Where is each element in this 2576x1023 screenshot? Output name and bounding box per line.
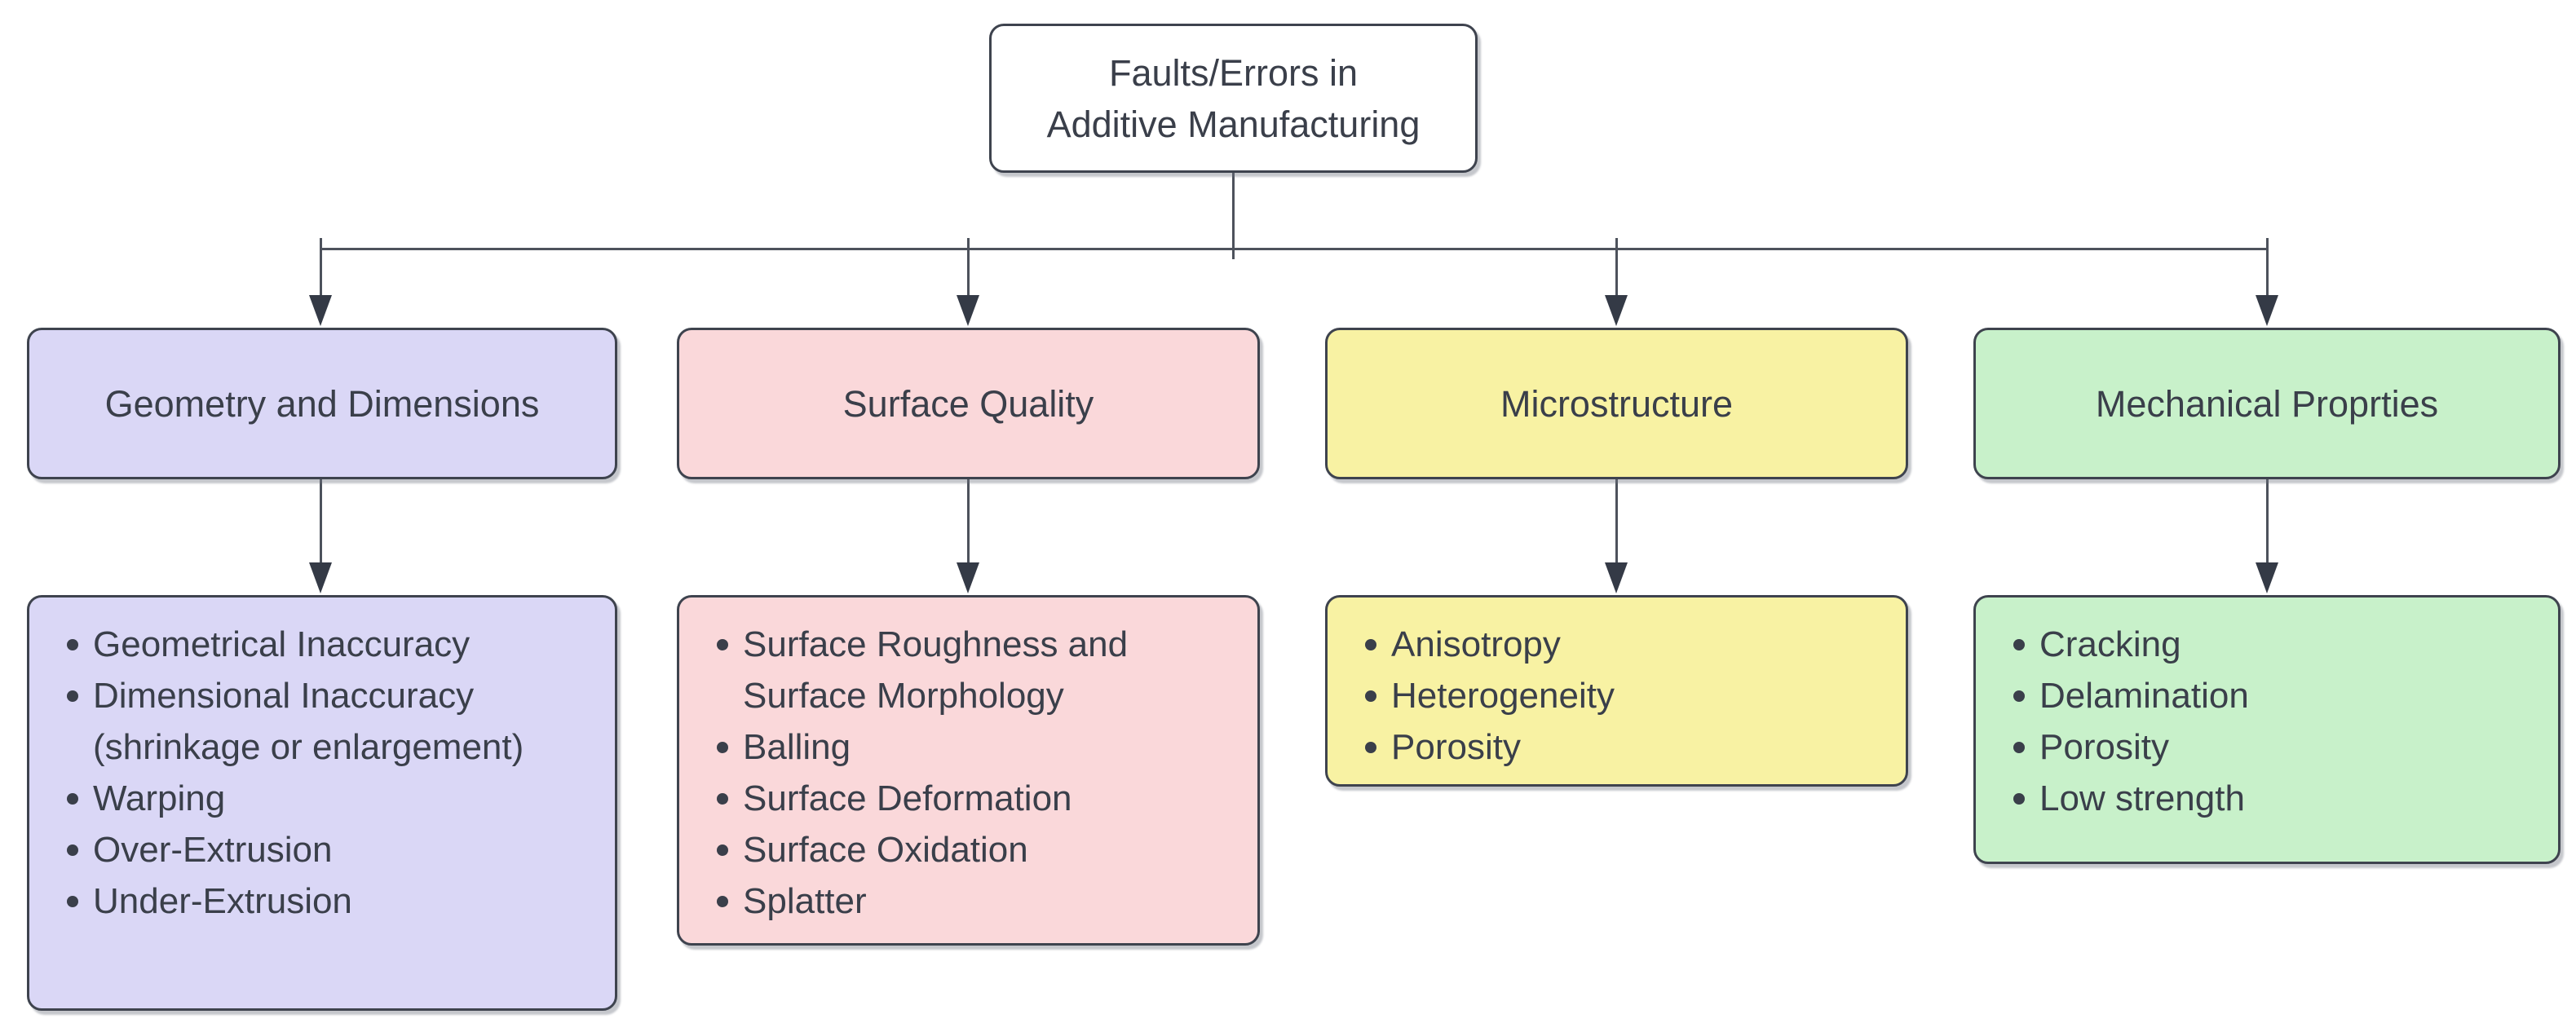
connector-trunk-line [1232, 173, 1235, 259]
list-item: Low strength [1976, 773, 2513, 824]
connector-drop-line [1615, 479, 1618, 564]
list-item: Warping [29, 773, 570, 824]
connector-horizontal-rail [320, 248, 2268, 250]
list-item: Heterogeneity [1328, 670, 1861, 721]
list-item: Delamination [1976, 670, 2513, 721]
category-node-label: Geometry and Dimensions [104, 382, 540, 425]
fault-list: Surface Roughness and Surface Morphology… [679, 619, 1213, 927]
list-item: Surface Roughness and Surface Morphology [679, 619, 1213, 721]
list-item: Surface Oxidation [679, 824, 1213, 875]
connector-drop-line [1615, 248, 1618, 297]
arrow-down-icon [957, 562, 979, 593]
category-node-surface-quality: Surface Quality [677, 328, 1260, 479]
list-item: Dimensional Inaccuracy (shrinkage or enl… [29, 670, 570, 773]
detail-node-mechanical-proprties: Cracking Delamination Porosity Low stren… [1973, 595, 2561, 864]
arrow-down-icon [2256, 562, 2278, 593]
connector-drop-line [2266, 248, 2269, 297]
list-item: Geometrical Inaccuracy [29, 619, 570, 670]
arrow-down-icon [1605, 562, 1628, 593]
detail-node-microstructure: Anisotropy Heterogeneity Porosity [1325, 595, 1908, 787]
connector-drop-line [2266, 479, 2269, 564]
connector-drop-line [320, 479, 322, 564]
list-item: Over-Extrusion [29, 824, 570, 875]
root-node-label: Faults/Errors in Additive Manufacturing [1046, 51, 1421, 145]
connector-drop-line [967, 248, 970, 297]
arrow-down-icon [309, 562, 332, 593]
list-item: Porosity [1328, 721, 1861, 773]
detail-node-surface-quality: Surface Roughness and Surface Morphology… [677, 595, 1260, 946]
list-item: Cracking [1976, 619, 2513, 670]
connector-drop-line [320, 248, 322, 297]
list-item: Surface Deformation [679, 773, 1213, 824]
connector-junction-tick [320, 238, 322, 248]
connector-junction-tick [1615, 238, 1618, 248]
arrow-down-icon [309, 295, 332, 326]
list-item: Anisotropy [1328, 619, 1861, 670]
arrow-down-icon [2256, 295, 2278, 326]
category-node-microstructure: Microstructure [1325, 328, 1908, 479]
category-node-mechanical-proprties: Mechanical Proprties [1973, 328, 2561, 479]
detail-node-geometry-and-dimensions: Geometrical Inaccuracy Dimensional Inacc… [27, 595, 617, 1011]
arrow-down-icon [957, 295, 979, 326]
list-item: Splatter [679, 875, 1213, 927]
list-item: Under-Extrusion [29, 875, 570, 927]
fault-list: Cracking Delamination Porosity Low stren… [1976, 619, 2513, 824]
category-node-label: Mechanical Proprties [2095, 382, 2439, 425]
connector-drop-line [967, 479, 970, 564]
root-node-faults-errors: Faults/Errors in Additive Manufacturing [989, 24, 1478, 173]
list-item: Porosity [1976, 721, 2513, 773]
category-node-geometry-and-dimensions: Geometry and Dimensions [27, 328, 617, 479]
category-node-label: Surface Quality [842, 382, 1094, 425]
fault-list: Geometrical Inaccuracy Dimensional Inacc… [29, 619, 570, 927]
connector-junction-tick [967, 238, 970, 248]
arrow-down-icon [1605, 295, 1628, 326]
category-node-label: Microstructure [1500, 382, 1734, 425]
connector-junction-tick [2266, 238, 2269, 248]
fault-list: Anisotropy Heterogeneity Porosity [1328, 619, 1861, 773]
list-item: Balling [679, 721, 1213, 773]
